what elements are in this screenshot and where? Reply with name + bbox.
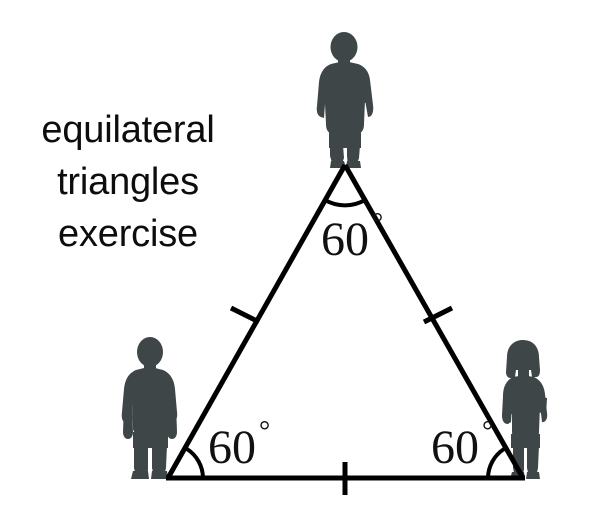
right-side-tick-icon [422, 305, 454, 325]
title-line-3: exercise [58, 213, 198, 255]
page-title: equilateral triangles exercise [0, 104, 256, 260]
bottom-right-angle-value: 60 [431, 421, 479, 474]
title-line-2: triangles [57, 161, 199, 203]
apex-angle-value: 60 [321, 213, 369, 266]
bottom-left-angle-arc [185, 447, 205, 479]
title-line-1: equilateral [41, 109, 215, 151]
apex-angle-arc [324, 198, 366, 208]
bottom-right-degree-symbol: ° [482, 416, 493, 447]
angle-label-bottom-left: 60 ° [208, 416, 270, 474]
person-bottom-left-silhouette [121, 337, 178, 479]
triangle-right-side [342, 163, 526, 480]
person-bottom-right-silhouette [502, 340, 548, 479]
side-tick-marks [229, 305, 454, 495]
bottom-right-angle-arc [486, 447, 506, 479]
angle-arcs [185, 198, 506, 479]
left-side-tick-icon [229, 305, 261, 325]
bottom-left-angle-value: 60 [208, 421, 256, 474]
person-apex-silhouette [316, 32, 374, 168]
apex-degree-symbol: ° [372, 208, 383, 239]
angle-label-bottom-right: 60 ° [431, 416, 493, 474]
bottom-left-degree-symbol: ° [259, 416, 270, 447]
angle-label-apex: 60 ° [321, 208, 383, 266]
